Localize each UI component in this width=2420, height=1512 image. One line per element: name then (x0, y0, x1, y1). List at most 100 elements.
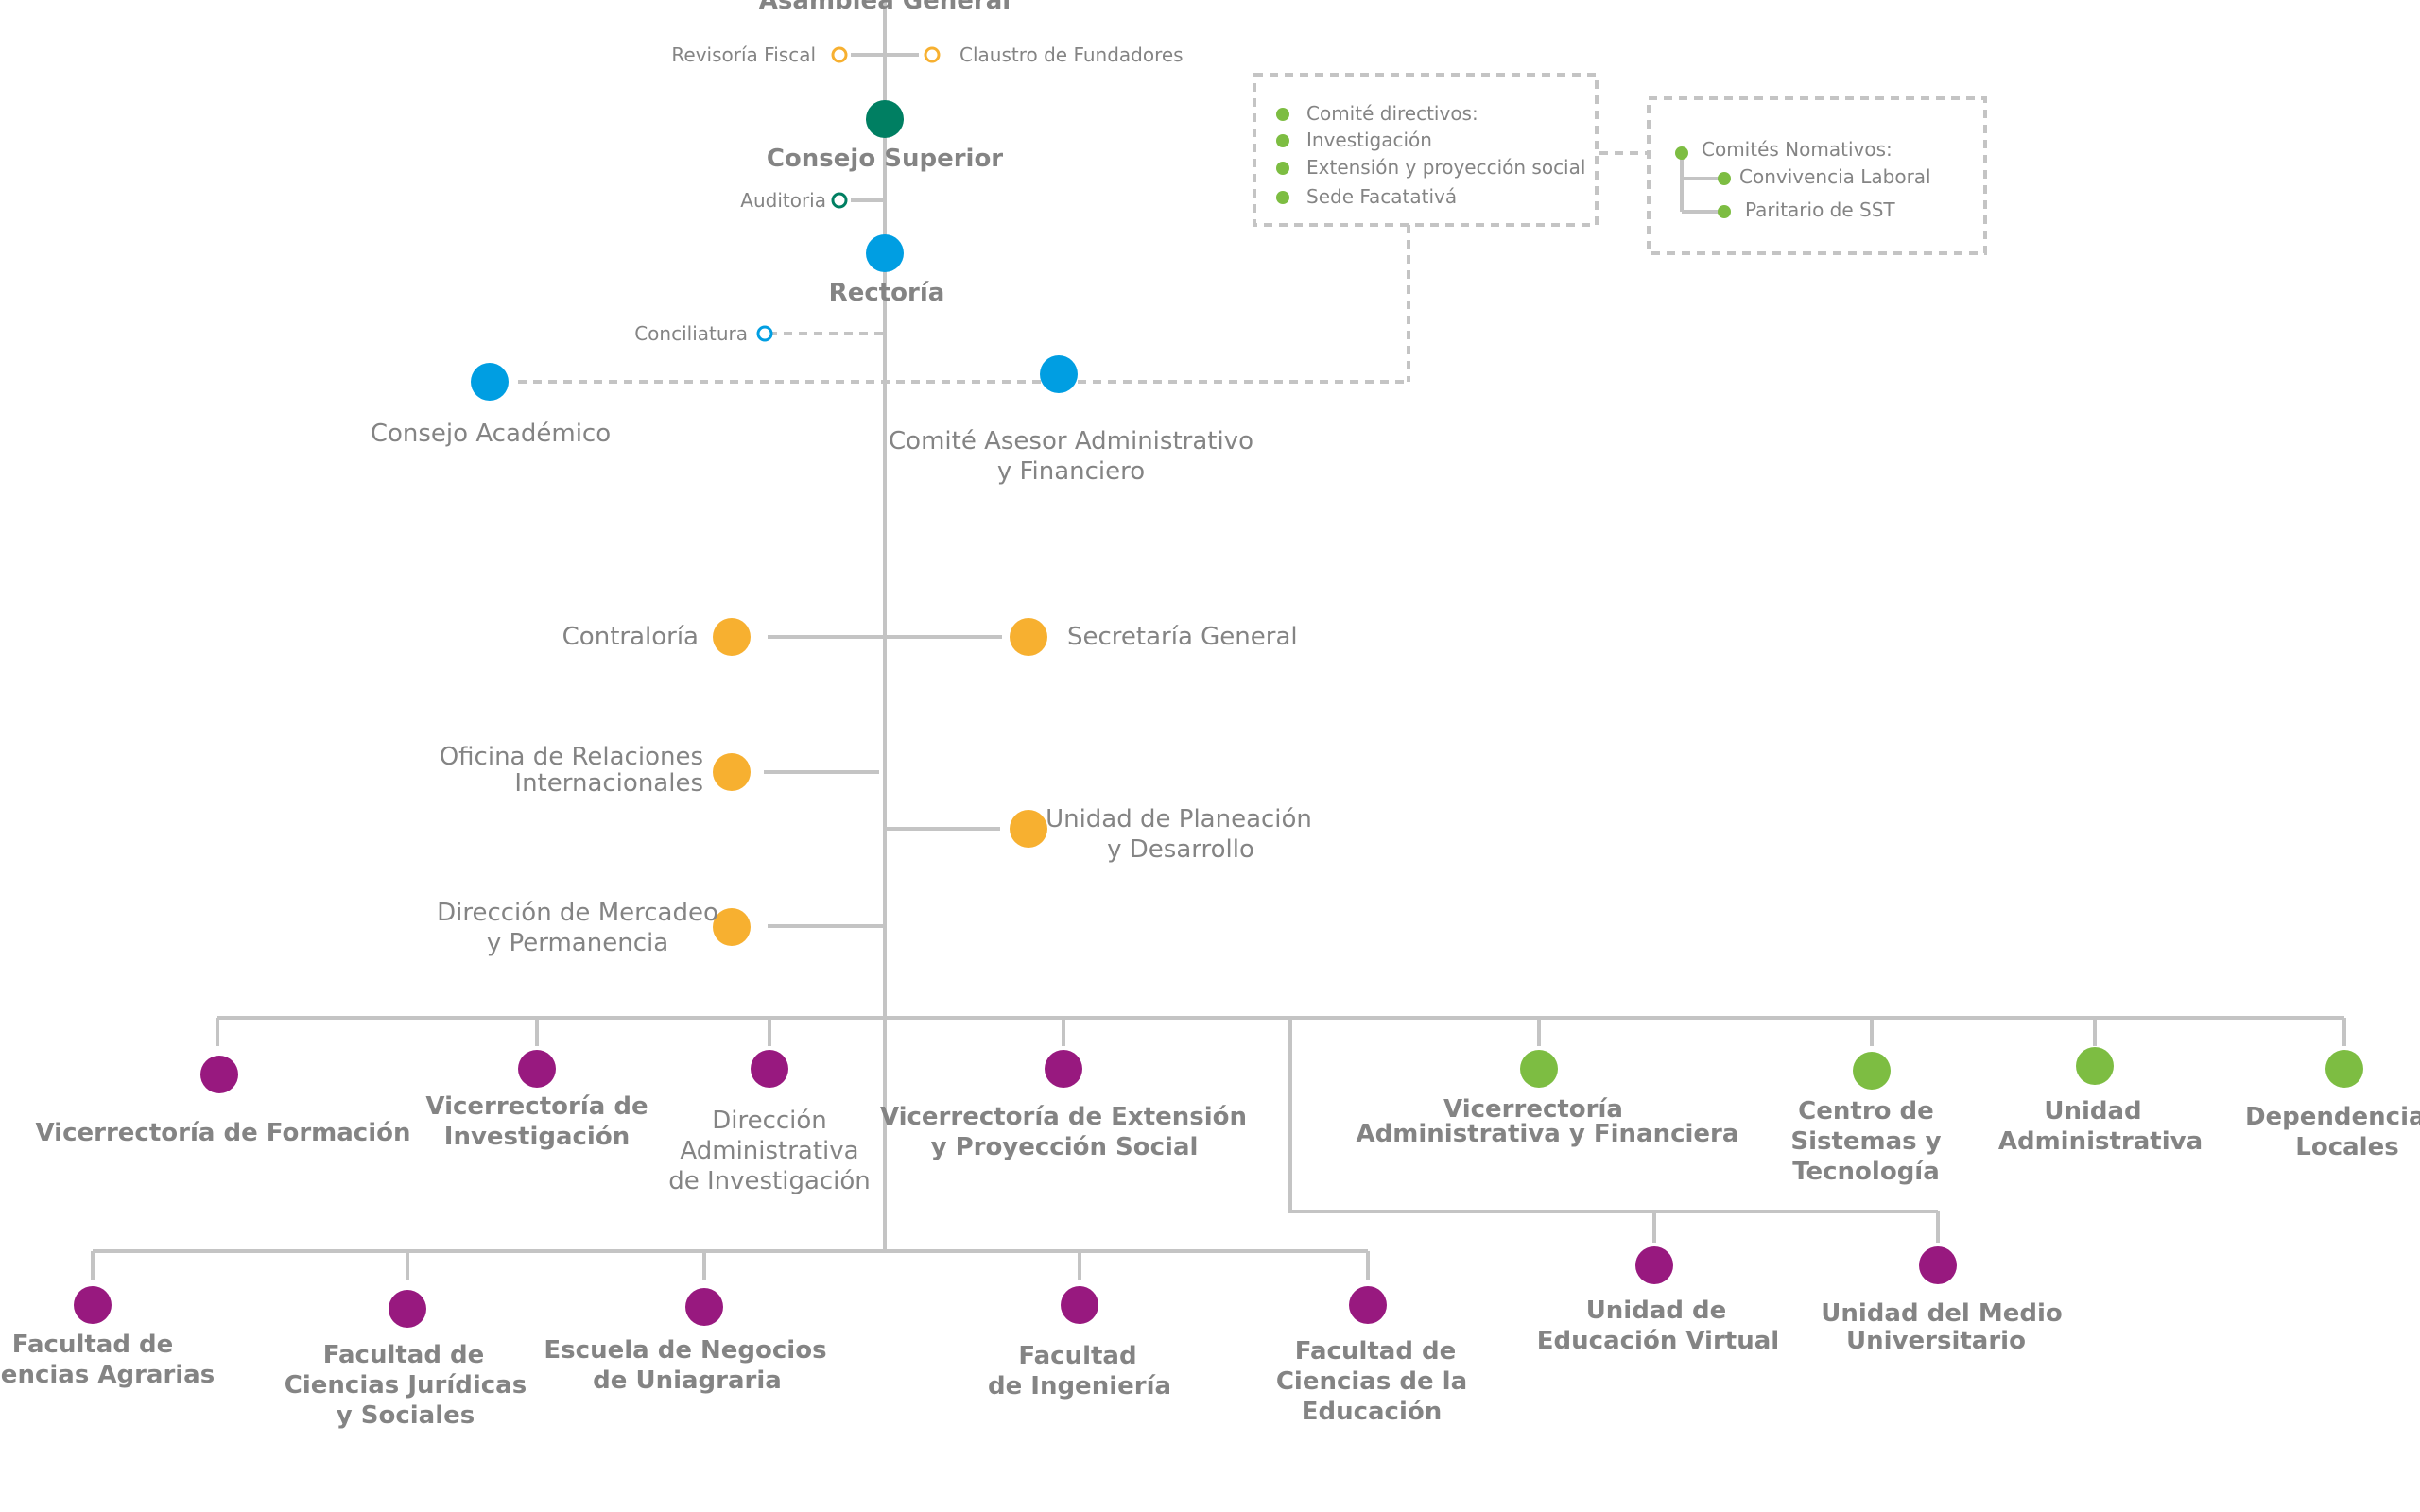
node-relaciones-label-2: Internacionales (514, 769, 703, 798)
node-agrarias-label-2: Ciencias Agrarias (0, 1361, 215, 1389)
node-medio-label-2: Universitario (1846, 1327, 2026, 1355)
committee-extension: Extensión y proyección social (1306, 156, 1585, 179)
committee-dot (1276, 108, 1289, 121)
node-juridicas-label-2: Ciencias Jurídicas (285, 1371, 527, 1400)
committee-investigacion: Investigación (1306, 129, 1432, 151)
node-ingenieria-dot (1061, 1286, 1098, 1324)
node-formacion-label: Vicerrectoría de Formación (36, 1119, 411, 1147)
node-dependencias-label-2: Locales (2295, 1133, 2398, 1161)
node-revisoria-dot (831, 46, 848, 63)
node-agrarias-label-1: Facultad de (12, 1331, 174, 1359)
node-dir-investigacion-dot (751, 1050, 788, 1088)
node-admin-financiera-label-2: Administrativa y Financiera (1357, 1120, 1739, 1148)
node-relaciones-label-1: Oficina de Relaciones (440, 743, 703, 771)
node-medio-label-1: Unidad del Medio (1821, 1299, 2062, 1328)
node-investigacion-label-2: Investigación (444, 1123, 630, 1151)
node-ingenieria-label-1: Facultad (1018, 1342, 1136, 1370)
node-unidad-admin-dot (2076, 1047, 2114, 1085)
node-formacion-dot (200, 1056, 238, 1093)
node-dir-investigacion-label-2: Administrativa (680, 1137, 858, 1165)
node-consejo-academico-label: Consejo Académico (371, 420, 611, 448)
committee-paritario: Paritario de SST (1745, 198, 1895, 221)
node-educacion-label-2: Ciencias de la (1276, 1367, 1467, 1396)
node-virtual-label-1: Unidad de (1586, 1297, 1727, 1325)
node-revisoria-label: Revisoría Fiscal (671, 43, 816, 66)
node-ingenieria-label-2: de Ingeniería (988, 1372, 1171, 1400)
node-unidad-admin-label-2: Administrativa (1998, 1127, 2203, 1156)
node-medio-dot (1919, 1246, 1957, 1284)
node-juridicas-label-3: y Sociales (337, 1401, 475, 1430)
node-contraloria-label: Contraloría (562, 623, 699, 651)
committee-directivos-box: Comité directivos: Investigación Extensi… (1253, 73, 1599, 227)
node-rectoria-label: Rectoría (829, 279, 945, 307)
node-juridicas-label-1: Facultad de (323, 1341, 485, 1369)
committee-dot (1718, 172, 1731, 185)
node-consejo-academico-dot (471, 363, 509, 401)
node-mercadeo-label-1: Dirección de Mercadeo (437, 899, 718, 927)
node-asamblea-label: Asamblea General (759, 0, 1011, 15)
node-mercadeo-dot (713, 908, 751, 946)
committee-dot (1675, 146, 1688, 160)
node-extension-label-2: y Proyección Social (931, 1133, 1199, 1161)
node-negocios-dot (685, 1288, 723, 1326)
committee-convivencia: Convivencia Laboral (1739, 165, 1931, 188)
committee-dot (1276, 162, 1289, 175)
node-negocios-label-2: de Uniagraria (593, 1366, 782, 1395)
node-planeacion-label-1: Unidad de Planeación (1046, 805, 1312, 833)
node-extension-label-1: Vicerrectoría de Extensión (880, 1103, 1247, 1131)
node-contraloria-dot (713, 618, 751, 656)
node-dir-investigacion-label-1: Dirección (712, 1107, 827, 1135)
node-auditoria-dot (831, 192, 848, 209)
node-conciliatura-label: Conciliatura (634, 322, 748, 345)
committee-normativos-box: Comités Nomativos: Convivencia Laboral P… (1647, 96, 1987, 255)
committee-normativos-title: Comités Nomativos: (1702, 138, 1893, 161)
node-dependencias-label-1: Dependencias (2245, 1103, 2420, 1131)
node-virtual-dot (1635, 1246, 1673, 1284)
node-admin-financiera-label-1: Vicerrectoría (1443, 1095, 1623, 1124)
advisory-bodies: Consejo Académico Comité Asesor Administ… (371, 355, 1253, 486)
node-consejo-superior-dot (866, 100, 904, 138)
node-claustro-label: Claustro de Fundadores (959, 43, 1184, 66)
node-negocios-label-1: Escuela de Negocios (544, 1336, 826, 1365)
committee-dot (1718, 205, 1731, 218)
node-conciliatura-dot (756, 325, 773, 342)
staff-units: Contraloría Secretaría General Oficina d… (437, 618, 1312, 957)
node-sistemas-label-3: Tecnología (1792, 1158, 1940, 1186)
governance-top: Asamblea General Revisoría Fiscal Claust… (634, 0, 1183, 345)
node-comite-asesor-label-1: Comité Asesor Administrativo (889, 427, 1253, 455)
node-relaciones-dot (713, 753, 751, 791)
node-agrarias-dot (74, 1286, 112, 1324)
committee-dot (1276, 191, 1289, 204)
committee-dot (1276, 134, 1289, 147)
node-sistemas-label-1: Centro de (1798, 1097, 1934, 1125)
node-unidad-admin-label-1: Unidad (2044, 1097, 2141, 1125)
node-consejo-superior-label: Consejo Superior (767, 145, 1003, 173)
node-comite-asesor-dot (1040, 355, 1078, 393)
node-auditoria-label: Auditoria (740, 189, 826, 212)
node-admin-financiera-dot (1520, 1050, 1558, 1088)
node-investigacion-dot (518, 1050, 556, 1088)
node-educacion-label-1: Facultad de (1295, 1337, 1457, 1366)
node-secretaria-dot (1010, 618, 1047, 656)
node-sistemas-label-2: Sistemas y (1790, 1127, 1941, 1156)
faculties: Facultad de Ciencias Agrarias Facultad d… (0, 1246, 2063, 1430)
node-claustro-dot (924, 46, 941, 63)
node-sistemas-dot (1853, 1052, 1891, 1090)
node-educacion-label-3: Educación (1302, 1398, 1443, 1426)
node-juridicas-dot (389, 1290, 426, 1328)
node-planeacion-dot (1010, 810, 1047, 848)
node-planeacion-label-2: y Desarrollo (1107, 835, 1254, 864)
node-dir-investigacion-label-3: de Investigación (668, 1167, 871, 1195)
node-virtual-label-2: Educación Virtual (1537, 1327, 1779, 1355)
connector-lines (91, 0, 2346, 1280)
node-mercadeo-label-2: y Permanencia (487, 929, 668, 957)
node-extension-dot (1045, 1050, 1082, 1088)
node-rectoria-dot (866, 234, 904, 272)
committee-facatativa: Sede Facatativá (1306, 185, 1457, 208)
node-dependencias-dot (2325, 1050, 2363, 1088)
node-secretaria-label: Secretaría General (1067, 623, 1298, 651)
node-educacion-dot (1349, 1286, 1387, 1324)
committee-directivos-title: Comité directivos: (1306, 102, 1478, 125)
vice-rectorates: Vicerrectoría de Formación Vicerrectoría… (36, 1047, 2420, 1195)
